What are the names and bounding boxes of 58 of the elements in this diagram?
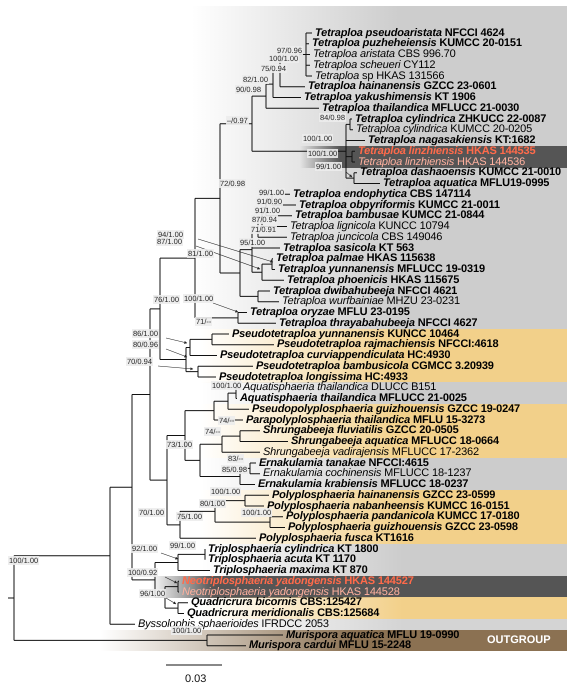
taxon-label: Aquatisphaeria thailandica MFLUCC 21-0025 bbox=[240, 393, 467, 404]
taxon-label: Tetraploa dwibahubeeja NFCCI 4621 bbox=[273, 286, 458, 296]
taxon-label: Tetraploa sasicola KT 563 bbox=[283, 242, 414, 254]
taxon-label: Shrungabeeja aquatica MFLUCC 18-0664 bbox=[291, 436, 499, 447]
taxon-label: Tetraploa yakushimensis KT 1906 bbox=[304, 92, 476, 103]
taxon-label: Tetraploa lignicola KUNCC 10794 bbox=[290, 221, 450, 232]
outgroup-label: OUTGROUP bbox=[487, 634, 551, 646]
taxon-label: Tetraploa sp HKAS 131566 bbox=[315, 70, 444, 82]
taxon-label: Tetraploa bambusae KUMCC 21-0844 bbox=[295, 210, 484, 222]
taxon-label: Quadricrura bicornis CBS:125427 bbox=[191, 597, 362, 608]
taxon-label: Polyplosphaeria fusca KT1616 bbox=[259, 532, 414, 544]
taxon-label: Tetraploa thrayabahubeeja NFCCI 4627 bbox=[279, 318, 478, 329]
taxon-label: Pseudotetraploa longissima HC:4933 bbox=[219, 372, 408, 382]
taxon-label: Tetraploa linzhiensis HKAS 144535 bbox=[358, 146, 536, 157]
taxon-label: Ernakulamia cochinensis MFLUCC 18-1237 bbox=[263, 468, 472, 480]
taxon-label: Shrungabeeja vadirajensis MFLUCC 17-2362 bbox=[263, 446, 479, 458]
taxon-label: Tetraploa scheueri CY112 bbox=[313, 60, 436, 71]
taxon-label: Pseudotetraploa bambusicola CGMCC 3.20939 bbox=[256, 360, 494, 372]
taxon-label: Pseudopolyplosphaeria guizhouensis GZCC 19-0247 bbox=[252, 404, 520, 415]
taxon-label: Tetraploa obpyriformis KUMCC 21-0011 bbox=[299, 200, 500, 210]
taxon-label: Pseudotetraploa rajmachiensis NFCCI:4618 bbox=[277, 339, 498, 350]
taxon-label: Pseudotetraploa yunnanensis KUNCC 10464 bbox=[232, 328, 460, 340]
taxon-label: Neotriplosphaeria yadongensis HKAS 144527 bbox=[182, 576, 414, 587]
taxon-label: Tetraploa hainanensis GZCC 23-0601 bbox=[308, 81, 496, 92]
taxon-label: Tetraploa palmae HKAS 115638 bbox=[276, 253, 436, 264]
taxon-label: Tetraploa dashaoensis KUMCC 21-0010 bbox=[360, 167, 561, 178]
taxon-label: Tetraploa aristata CBS 996.70 bbox=[313, 49, 456, 60]
taxon-label: Tetraploa cylindrica ZHKUCC 22-0087 bbox=[355, 114, 546, 124]
taxon-label: Murispora cardui MFLU 15-2248 bbox=[249, 640, 411, 652]
scale-bar-label: 0.03 bbox=[185, 673, 206, 685]
taxon-label: Tetraploa phoenicis HKAS 115675 bbox=[287, 274, 460, 286]
taxon-label: Pseudotetraploa curviappendiculata HC:4930 bbox=[220, 350, 450, 361]
taxon-label: Tetraploa cylindrica KUMCC 20-0205 bbox=[356, 124, 532, 136]
taxon-label: Tetraploa nagasakiensis KT:1682 bbox=[368, 135, 536, 146]
taxon-label: Polyplosphaeria hainanensis GZCC 23-0599 bbox=[272, 490, 496, 501]
taxon-label: Ernakulamia tanakae NFCCI:4615 bbox=[259, 458, 429, 468]
taxon-label: Parapolyplosphaeria thailandica MFLU 15-3273 bbox=[246, 414, 486, 426]
taxon-label: Murispora aquatica MFLU 19-0990 bbox=[286, 630, 460, 640]
taxon-label: Triplosphaeria acuta KT 1170 bbox=[208, 554, 356, 566]
taxon-label: Quadricrura meridionalis CBS:125684 bbox=[187, 608, 380, 619]
taxon-label: Polyplosphaeria guizhouensis GZCC 23-0598 bbox=[288, 522, 518, 533]
taxon-label: Polyplosphaeria pandanicola KUMCC 17-0180 bbox=[286, 511, 520, 522]
taxon-label: Shrungabeeja fluviatilis GZCC 20-0505 bbox=[263, 425, 459, 436]
taxon-label: Tetraploa yunnanensis MFLUCC 19-0319 bbox=[278, 264, 485, 275]
taxon-label: Tetraploa juncicola CBS 149046 bbox=[290, 232, 442, 243]
taxon-label: Tetraploa aquatica MFLU19-0995 bbox=[383, 178, 550, 189]
taxon-label: Tetraploa endophytica CBS 147114 bbox=[293, 188, 471, 200]
taxon-label: Triplosphaeria maxima KT 870 bbox=[213, 565, 368, 576]
taxon-label: Tetraploa wurfbainiae MHZU 23-0231 bbox=[282, 296, 460, 308]
taxon-label: Tetraploa puzheheiensis KUMCC 20-0151 bbox=[312, 38, 522, 50]
taxon-label: Tetraploa thailandica MFLUCC 21-0030 bbox=[322, 102, 520, 114]
taxon-label: Ernakulamia krabiensis MFLUCC 18-0237 bbox=[258, 479, 468, 490]
taxon-label: Aquatisphaeria thailandica DLUCC B151 bbox=[243, 382, 436, 394]
taxon-label: Tetraploa oryzae MFLU 23-0195 bbox=[250, 307, 410, 318]
taxon-label: Tetraploa pseudoaristata NFCCI 4624 bbox=[315, 28, 504, 38]
taxon-label: Triplosphaeria cylindrica KT 1800 bbox=[208, 544, 378, 554]
taxon-label: Tetraploa linzhiensis HKAS 144536 bbox=[358, 156, 526, 168]
taxon-label: Neotriplosphaeria yadongensis HKAS 144528 bbox=[182, 586, 400, 598]
